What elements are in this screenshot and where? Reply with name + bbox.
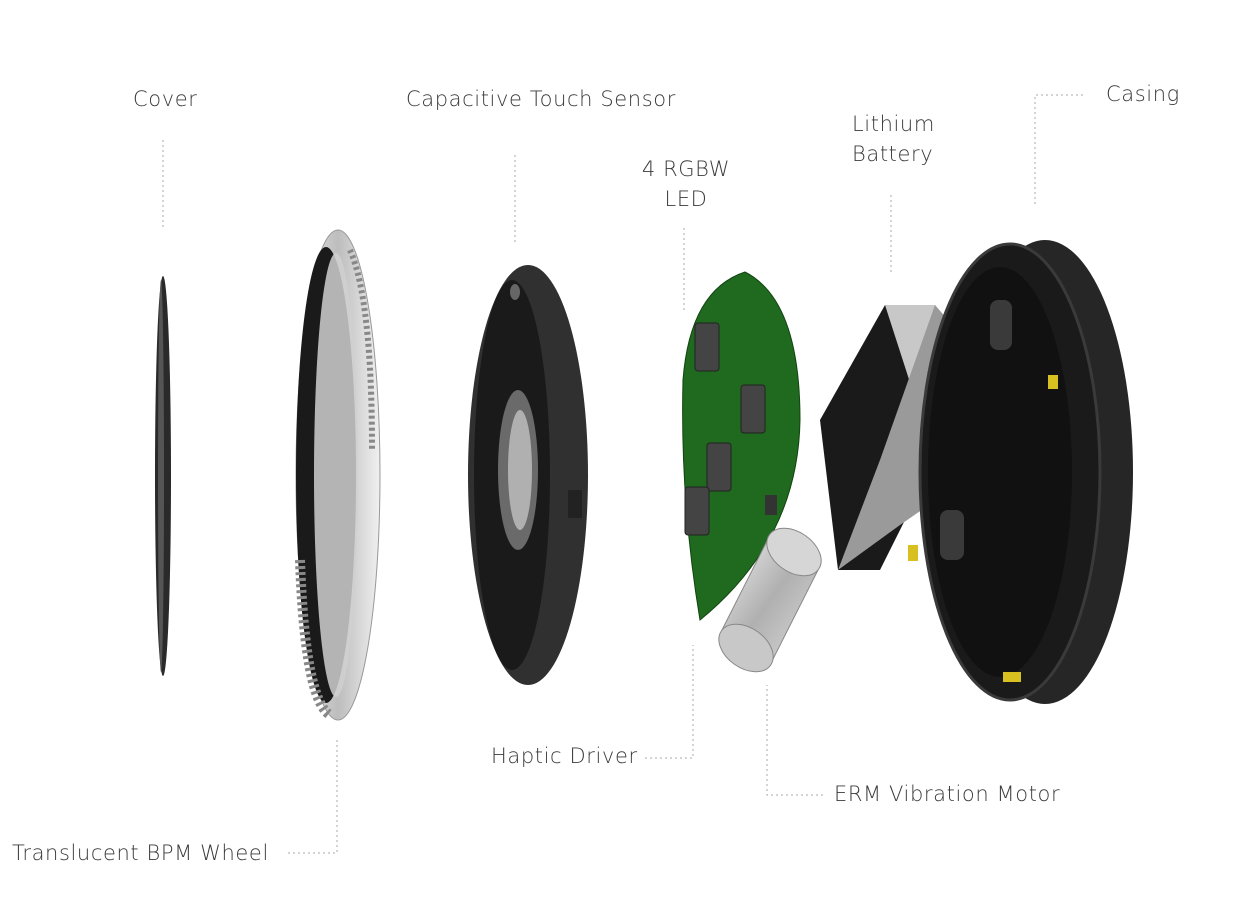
label-battery: Lithium Battery (852, 109, 935, 169)
label-battery-line1: Lithium (852, 112, 935, 136)
label-touch-sensor: Capacitive Touch Sensor (406, 87, 676, 111)
led-2 (740, 384, 766, 434)
haptic-driver-chip (765, 495, 777, 515)
erm-motor-leader (766, 685, 823, 796)
label-led: 4 RGBW LED (626, 154, 746, 214)
bpm-wheel-leader (288, 740, 338, 854)
led-1 (694, 322, 720, 372)
bpm-wheel-part (295, 229, 381, 721)
label-cover: Cover (133, 87, 198, 111)
erm-motor-part (718, 527, 822, 673)
label-erm-motor: ERM Vibration Motor (834, 782, 1061, 806)
label-bpm-wheel: Translucent BPM Wheel (12, 841, 269, 865)
touch-sensor-part (468, 265, 588, 685)
led-3 (706, 442, 732, 492)
casing-leader (1034, 94, 1083, 205)
label-casing: Casing (1106, 82, 1180, 106)
label-haptic-driver: Haptic Driver (491, 744, 638, 768)
label-led-line1: 4 RGBW (641, 157, 731, 181)
label-battery-line2: Battery (852, 142, 934, 166)
cover-part (155, 276, 171, 676)
leader-lines (162, 94, 1083, 854)
led-4 (684, 486, 710, 536)
haptic-driver-leader (645, 645, 694, 759)
label-led-line2: LED (664, 187, 708, 211)
casing-part (908, 240, 1133, 704)
